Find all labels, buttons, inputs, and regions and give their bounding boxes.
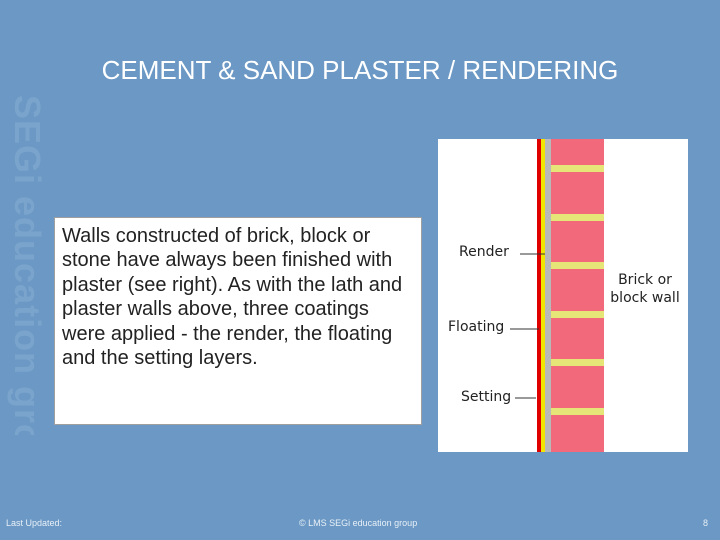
- render-layer: [537, 139, 541, 452]
- setting-label: Setting: [461, 389, 512, 405]
- brick-column: [551, 139, 604, 452]
- mortar-joint: [551, 359, 604, 366]
- watermark: SEGi education group: [0, 95, 48, 435]
- mortar-joint: [551, 165, 604, 172]
- brick-wall-label: Brick or block wall: [603, 271, 687, 307]
- brick-label-line-1: Brick or: [618, 272, 672, 288]
- wall-section-graphic: [438, 139, 688, 452]
- mortar-joint: [551, 214, 604, 221]
- floating-label: Floating: [448, 319, 505, 335]
- footer-copyright: © LMS SEGi education group: [299, 518, 418, 528]
- mortar-joint: [551, 262, 604, 269]
- watermark-text: SEGi education group: [7, 95, 48, 435]
- plaster-layers-diagram: Render Floating Setting Brick or block w…: [438, 139, 688, 452]
- slide-title: CEMENT & SAND PLASTER / RENDERING: [101, 55, 619, 85]
- render-label: Render: [459, 244, 509, 260]
- mortar-joint: [551, 311, 604, 318]
- floating-layer: [541, 139, 545, 452]
- brick-label-line-2: block wall: [610, 290, 680, 306]
- body-text-box: Walls constructed of brick, block or sto…: [54, 217, 422, 425]
- setting-layer: [545, 139, 551, 452]
- mortar-joint: [551, 408, 604, 415]
- footer-last-updated: Last Updated:: [6, 518, 63, 528]
- footer-page-number: 8: [703, 518, 709, 528]
- mortar-joints: [551, 165, 604, 415]
